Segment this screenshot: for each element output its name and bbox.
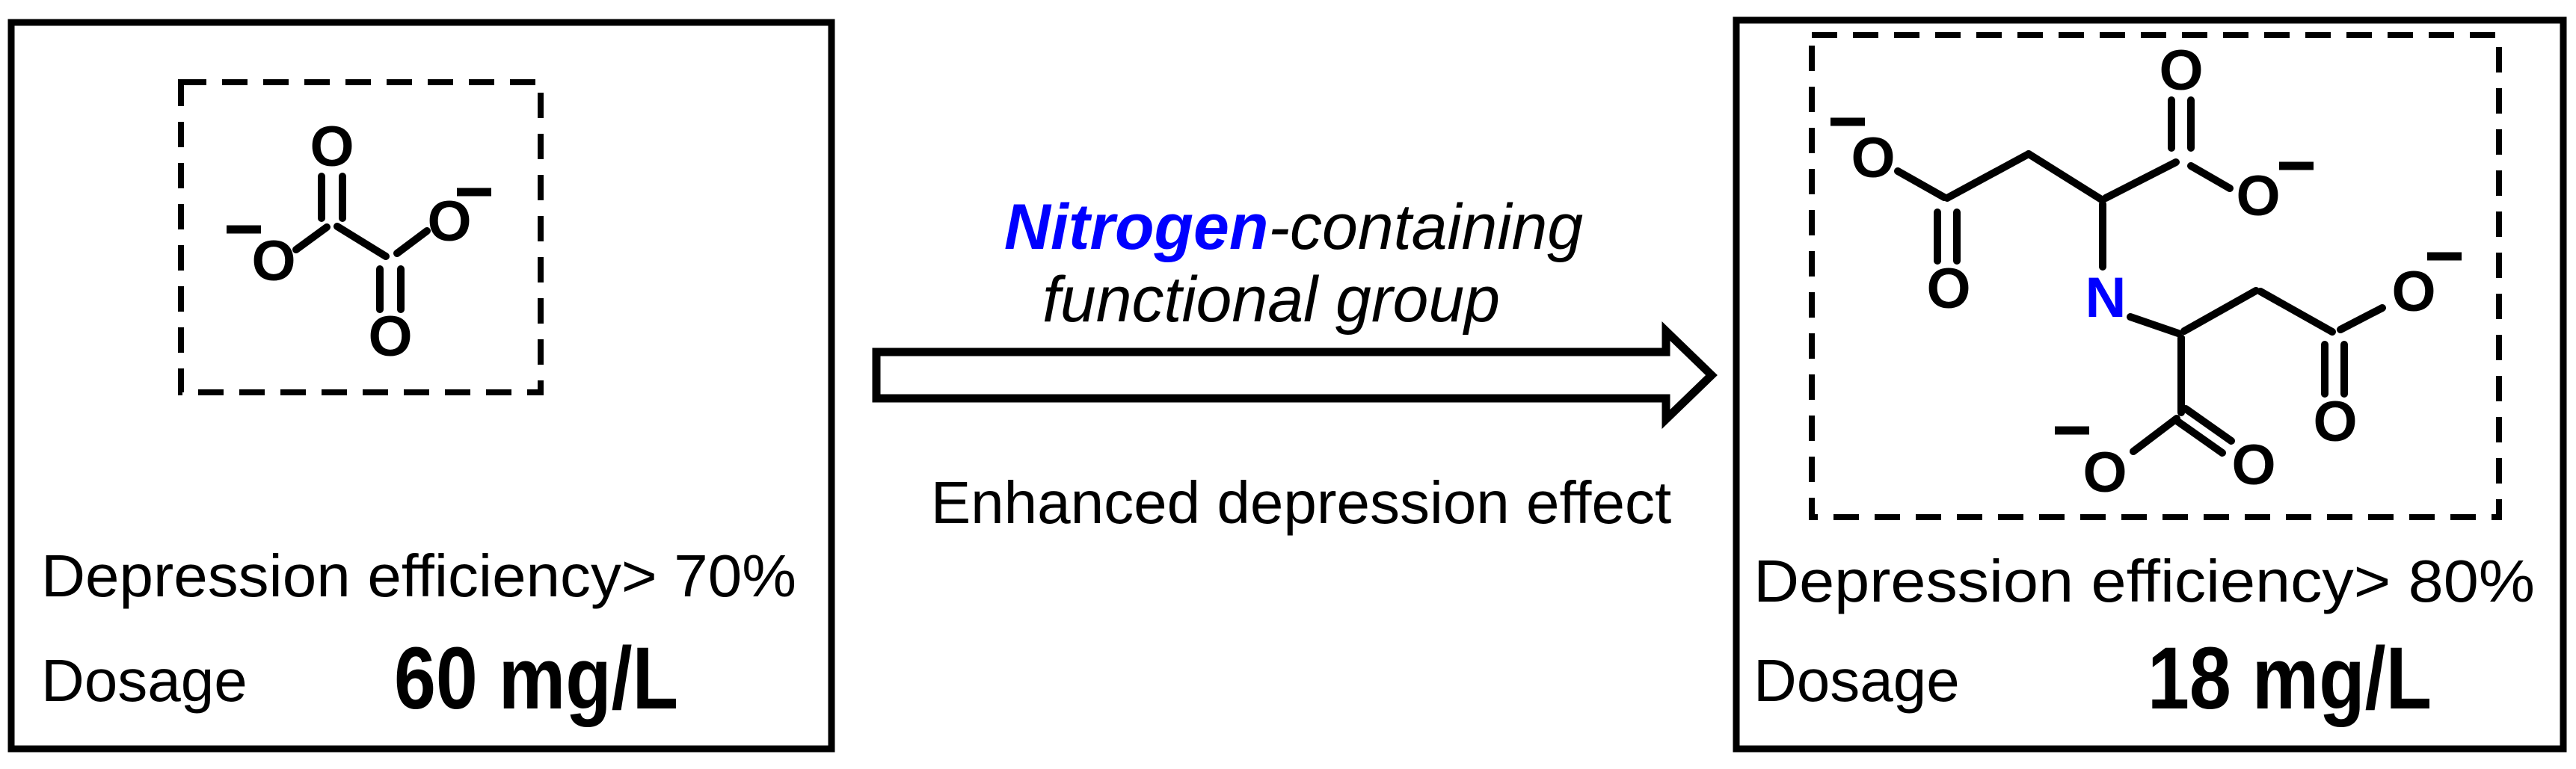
arrow-caption: Enhanced depression effect: [931, 469, 1671, 536]
bond: [2187, 162, 2234, 192]
middle-section: Nitrogen-containing functional group Enh…: [872, 191, 1718, 536]
left-panel: O O O O Depression efficiency> 70% Dosag…: [7, 19, 835, 753]
oxygen-atom-label: O: [1926, 257, 1970, 321]
double-bond-line: [2173, 417, 2226, 457]
oxygen-atom-label: O: [2313, 390, 2357, 454]
efficiency-text-left: Depression efficiency> 70%: [41, 543, 796, 609]
oxalate-molecule: O O O O: [227, 115, 491, 368]
annotation-line2: functional group: [1042, 264, 1500, 336]
bond: [2127, 313, 2182, 337]
bond: [1943, 150, 2032, 202]
oxygen-atom-label: O: [2082, 441, 2127, 504]
dosage-value-right: 18 mg/L: [2148, 629, 2432, 728]
dosage-label-right: Dosage: [1753, 647, 1960, 714]
oxygen-atom-label: O: [368, 305, 412, 368]
bond: [2130, 415, 2180, 455]
dosage-label-left: Dosage: [41, 647, 248, 714]
annotation-suffix: -containing: [1268, 191, 1583, 263]
dosage-value-left: 60 mg/L: [394, 629, 678, 728]
oxygen-atom-label: O: [1851, 126, 1895, 190]
efficiency-text-right: Depression efficiency> 80%: [1753, 548, 2535, 614]
left-panel-border: [7, 19, 835, 753]
left-molecule-dashed-box: [178, 79, 544, 395]
iminodisuccinate-molecule: O O O O O O O O N: [1830, 39, 2462, 504]
oxygen-atom-label: O: [2391, 260, 2435, 324]
oxygen-atom-label: O: [251, 229, 295, 293]
bond: [2180, 287, 2260, 335]
bond: [2257, 288, 2336, 336]
bond: [2337, 304, 2386, 333]
nitrogen-atom-label: N: [2085, 266, 2127, 330]
bond: [333, 223, 390, 260]
right-molecule-dashed-box: [1809, 32, 2502, 520]
reaction-arrow: [872, 321, 1718, 429]
bond: [2025, 150, 2106, 204]
right-panel: O O O O O O O O N Depression efficiency>…: [1733, 16, 2567, 753]
right-panel-border: [1733, 16, 2567, 753]
oxygen-atom-label: O: [2231, 433, 2275, 497]
oxygen-atom-label: O: [427, 190, 471, 253]
annotation-line1: Nitrogen-containing: [1004, 191, 1583, 263]
double-bond-line: [2182, 405, 2235, 445]
oxygen-atom-label: O: [310, 115, 354, 179]
annotation-highlight: Nitrogen: [1004, 191, 1269, 263]
bond: [393, 227, 431, 257]
bond: [292, 223, 331, 253]
bond: [2102, 158, 2180, 202]
bond: [1894, 167, 1948, 201]
oxygen-atom-label: O: [2159, 39, 2203, 102]
oxygen-atom-label: O: [2236, 164, 2280, 228]
